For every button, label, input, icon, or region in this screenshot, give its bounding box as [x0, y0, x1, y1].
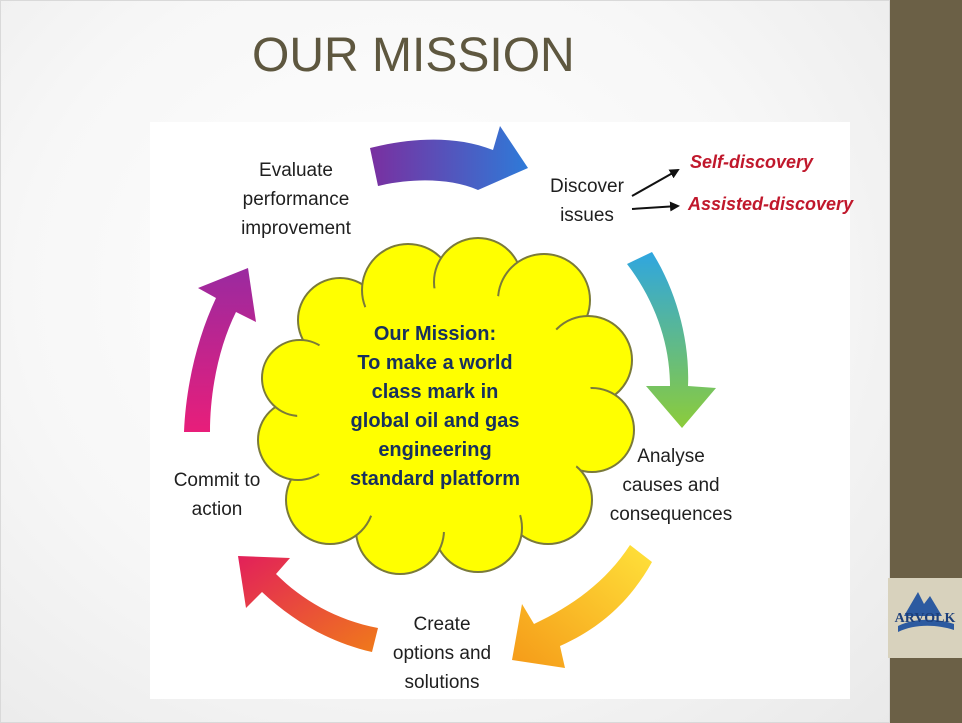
cycle-arrow-discover-to-analyse: [627, 252, 716, 428]
cycle-arrow-commit-to-evaluate: [184, 268, 256, 432]
logo-emblem-icon: ARVOLK: [888, 578, 962, 658]
mission-statement: Our Mission: To make a world class mark …: [349, 323, 521, 490]
cycle-arrow-create-to-commit: [238, 556, 378, 652]
step-analyse-label: Analyse causes and consequences: [609, 446, 733, 525]
cycle-arrow-evaluate-to-discover: [370, 126, 528, 190]
self-discovery-label: Self-discovery: [690, 152, 814, 172]
arrow-to-assisted-discovery: [631, 201, 680, 212]
logo-text: ARVOLK: [895, 611, 956, 626]
company-logo: ARVOLK: [888, 578, 962, 658]
arrow-to-self-discovery: [631, 169, 680, 197]
mission-cloud: [257, 237, 635, 575]
step-discover-label: Discover issues: [550, 176, 624, 226]
slide-title: OUR MISSION: [252, 29, 575, 82]
step-create-label: Create options and solutions: [392, 614, 492, 693]
assisted-discovery-label: Assisted-discovery: [688, 194, 854, 214]
step-commit-label: Commit to action: [173, 470, 261, 520]
step-evaluate-label: Evaluate performance improvement: [241, 160, 351, 239]
cycle-arrow-analyse-to-create: [512, 545, 652, 668]
